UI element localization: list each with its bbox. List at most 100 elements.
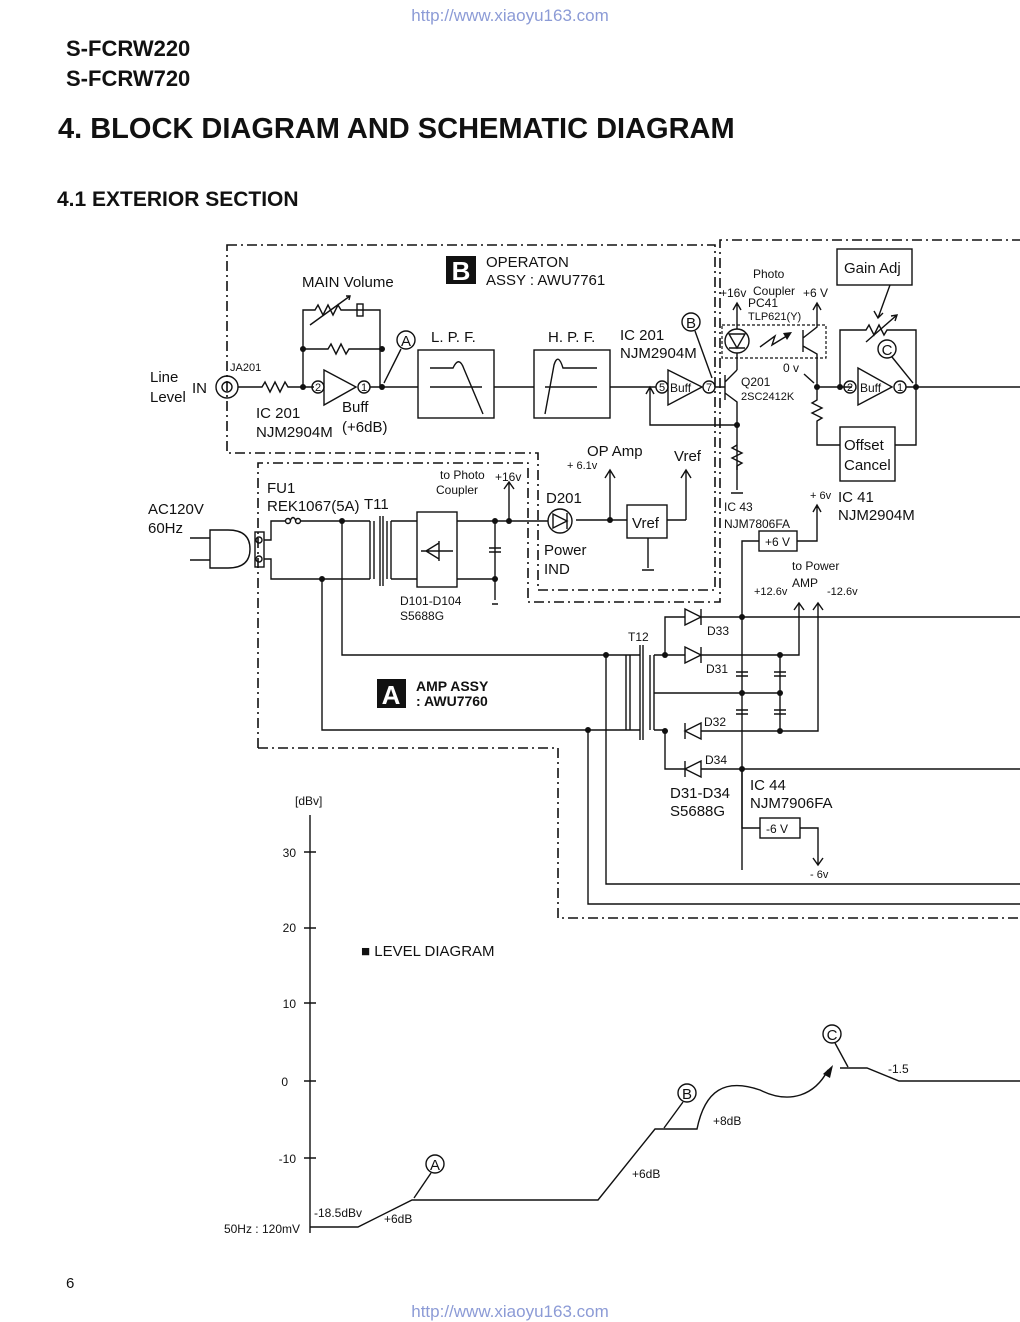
svg-text:1: 1 [361, 382, 367, 394]
svg-text:0 v: 0 v [783, 361, 799, 375]
svg-text:+ 6v: + 6v [810, 490, 832, 502]
section-title: 4.1 EXTERIOR SECTION [57, 188, 299, 211]
svg-text:C: C [827, 1027, 838, 1044]
level-unit: [dBv] [295, 794, 322, 808]
svg-text:B: B [682, 1086, 692, 1103]
svg-text:AMP ASSY: AMP ASSY [416, 678, 489, 694]
svg-text:Coupler: Coupler [436, 483, 478, 497]
svg-text:D31-D34: D31-D34 [670, 785, 730, 802]
svg-text:+6dB: +6dB [384, 1212, 412, 1226]
photo-coupler: Photo Coupler +16v +6 V PC41 TLP621(Y) 0… [720, 267, 828, 387]
svg-text:IC 201: IC 201 [620, 327, 664, 344]
svg-text:MAIN Volume: MAIN Volume [302, 274, 394, 291]
svg-text:+6 V: +6 V [765, 535, 790, 549]
svg-text:+8dB: +8dB [713, 1114, 741, 1128]
svg-text:AC120V: AC120V [148, 501, 204, 518]
svg-text:Vref: Vref [632, 515, 660, 532]
svg-text:-6 V: -6 V [766, 822, 788, 836]
svg-text:D34: D34 [705, 753, 727, 767]
svg-text:A: A [382, 680, 401, 710]
ic201-buffer-a: 2 1 IC 201 NJM2904M Buff (+6dB) [256, 368, 418, 441]
ic201-buffer-b: IC 201 NJM2904M 5 Buff 7 [610, 327, 737, 426]
svg-text:D32: D32 [704, 715, 726, 729]
svg-text:2: 2 [847, 382, 853, 394]
svg-text:PC41: PC41 [748, 296, 778, 310]
svg-text:: AWU7760: : AWU7760 [416, 693, 488, 709]
svg-text:L. P. F.: L. P. F. [431, 329, 476, 346]
svg-text:to Photo: to Photo [440, 468, 485, 482]
svg-text:AMP: AMP [792, 576, 818, 590]
svg-text:D31: D31 [706, 662, 728, 676]
svg-text:IC 41: IC 41 [838, 489, 874, 506]
svg-text:Buff: Buff [860, 381, 882, 395]
test-point-c: C [877, 339, 914, 384]
svg-text:Photo: Photo [753, 267, 785, 281]
power-supply: AC120V 60Hz FU1 REK1067(5A) T11 D101-D10… [148, 468, 640, 731]
ic41-stage: 2 Buff 1 Offset Cancel + 6v IC 41 NJM290… [810, 314, 1020, 524]
svg-text:Vref: Vref [674, 448, 702, 465]
svg-text:IN: IN [192, 380, 207, 397]
svg-text:OP Amp: OP Amp [587, 443, 643, 460]
assy-a-label: A AMP ASSY : AWU7760 [377, 678, 489, 710]
svg-text:IND: IND [544, 561, 570, 578]
svg-text:B: B [452, 256, 471, 286]
svg-text:Power: Power [544, 542, 587, 559]
svg-text:+ 6.1v: + 6.1v [567, 460, 598, 472]
assy-b-boundary [226, 244, 716, 591]
svg-text:-12.6v: -12.6v [827, 586, 858, 598]
svg-text:D33: D33 [707, 624, 729, 638]
svg-text:Buff: Buff [670, 381, 692, 395]
svg-text:D201: D201 [546, 490, 582, 507]
tick-label: 20 [283, 921, 297, 935]
assy-b-label: B OPERATON ASSY : AWU7761 [446, 254, 605, 289]
power-led-icon [547, 508, 573, 534]
svg-text:H. P. F.: H. P. F. [548, 329, 595, 346]
svg-text:Q201: Q201 [741, 375, 771, 389]
model-name-2: S-FCRW720 [66, 66, 191, 91]
level-diagram: ■ LEVEL DIAGRAM [dBv] 30 20 10 0 -10 50H… [224, 794, 1020, 1236]
svg-text:- 6v: - 6v [810, 869, 829, 881]
svg-text:2: 2 [315, 382, 321, 394]
svg-text:+6 V: +6 V [803, 286, 828, 300]
line-input: Line Level IN JA201 [150, 362, 314, 406]
diode-d31-icon [684, 603, 800, 665]
svg-text:+16v: +16v [720, 286, 746, 300]
diode-d33-icon [684, 607, 1020, 627]
svg-text:+12.6v: +12.6v [754, 586, 788, 598]
svg-text:B: B [686, 315, 696, 332]
svg-text:OPERATON: OPERATON [486, 254, 569, 271]
svg-text:NJM2904M: NJM2904M [256, 424, 333, 441]
svg-text:NJM2904M: NJM2904M [620, 345, 697, 362]
assy-a-boundary [257, 239, 1020, 919]
svg-text:-18.5dBv: -18.5dBv [314, 1206, 362, 1220]
svg-text:+6dB: +6dB [632, 1167, 660, 1181]
svg-text:60Hz: 60Hz [148, 520, 183, 537]
diode-d32-icon [683, 603, 819, 741]
diode-d34-icon [683, 759, 1020, 779]
tick-label: 10 [283, 997, 297, 1011]
page-title: 4. BLOCK DIAGRAM AND SCHEMATIC DIAGRAM [58, 113, 735, 145]
svg-text:Coupler: Coupler [753, 284, 795, 298]
svg-text:+16v: +16v [495, 470, 521, 484]
tick-label: 30 [283, 846, 297, 860]
level-line [310, 1067, 1020, 1228]
svg-text:C: C [882, 342, 893, 359]
svg-text:T12: T12 [628, 630, 649, 644]
svg-text:FU1: FU1 [267, 480, 295, 497]
amp-power-supply: T12 D33 D31 D32 D34 D31-D34 S5688G IC 44… [585, 559, 1020, 905]
svg-text:7: 7 [706, 382, 712, 394]
level-diagram-title: ■ LEVEL DIAGRAM [361, 943, 495, 960]
svg-text:(+6dB): (+6dB) [342, 419, 387, 436]
ac-plug-icon [190, 529, 251, 569]
header-url: http://www.xiaoyu163.com [411, 6, 609, 25]
page-number: 6 [66, 1275, 75, 1292]
low-pass-filter: L. P. F. [417, 329, 495, 419]
svg-text:IC 43: IC 43 [724, 500, 753, 514]
svg-text:S5688G: S5688G [670, 803, 725, 820]
svg-text:Line: Line [150, 369, 178, 386]
test-point-a: A [383, 330, 416, 384]
svg-text:Gain Adj: Gain Adj [844, 260, 901, 277]
svg-text:D101-D104: D101-D104 [400, 594, 462, 608]
tick-label: -10 [279, 1152, 297, 1166]
